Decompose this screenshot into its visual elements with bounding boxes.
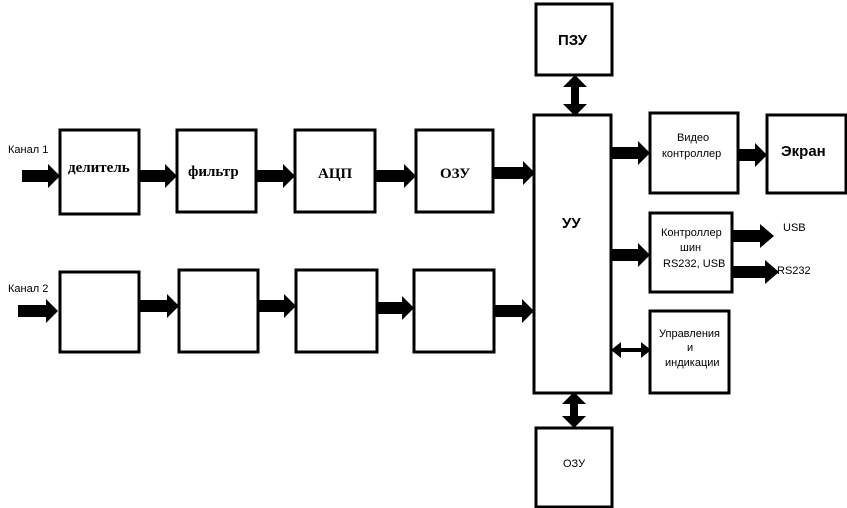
screen-label: Экран (781, 143, 826, 160)
arrow-cu-control (611, 342, 651, 358)
rs232-label: RS232 (777, 265, 811, 277)
channel2-block-4 (412, 268, 496, 354)
rom-block (534, 2, 614, 77)
divider-block (58, 128, 141, 216)
arrow-bus-rs232 (732, 260, 779, 284)
ram-top-label: ОЗУ (440, 166, 470, 182)
control-indication-block (648, 309, 731, 395)
ram-bottom-label: ОЗУ (563, 458, 586, 470)
usb-label: USB (783, 222, 806, 234)
filter-block (175, 128, 258, 214)
video-controller-line1: Видео (677, 132, 709, 144)
arrow-bus-usb (732, 224, 774, 248)
arrow-ch2-1-2 (139, 294, 179, 318)
arrow-ch2-3-4 (377, 296, 414, 320)
arrow-ram-cu-row1 (493, 161, 535, 185)
bus-controller-line1: Контроллер (661, 227, 722, 239)
control-unit-block (532, 113, 613, 395)
control-indication-line1: Управления (659, 328, 720, 340)
channel2-block-2 (177, 268, 260, 354)
adc-block (293, 128, 377, 214)
bus-controller-line2: шин (680, 242, 701, 254)
arrow-cu-ram-bottom (562, 392, 586, 428)
video-controller-block (648, 111, 740, 195)
arrow-ch2-2-3 (258, 294, 296, 318)
arrow-video-screen (738, 143, 767, 167)
arrow-adc-ram (375, 164, 416, 188)
control-unit-label: УУ (562, 215, 581, 232)
arrow-divider-filter (139, 164, 177, 188)
adc-label: АЦП (318, 166, 353, 182)
channel1-input-arrow (22, 164, 60, 188)
bus-controller-line3: RS232, USB (663, 258, 725, 270)
channel2-block-1 (58, 270, 141, 354)
arrow-ch2-4-cu (494, 299, 534, 323)
arrow-cu-bus (611, 243, 650, 267)
control-indication-line3: индикации (665, 357, 720, 369)
bus-controller-block (648, 211, 734, 294)
divider-label: делитель (68, 160, 130, 176)
rom-label: ПЗУ (558, 32, 588, 49)
filter-label: фильтр (188, 164, 239, 180)
channel2-input-arrow (18, 299, 58, 323)
arrow-rom-cu (563, 75, 587, 116)
arrow-filter-adc (256, 164, 295, 188)
control-indication-line2: и (687, 342, 693, 354)
screen-block (765, 113, 847, 195)
arrow-cu-video (611, 141, 650, 165)
channel2-label: Канал 2 (8, 283, 48, 295)
channel2-block-3 (294, 268, 379, 354)
ram-bottom-block (534, 426, 614, 508)
video-controller-line2: контроллер (662, 148, 721, 160)
channel1-label: Канал 1 (8, 144, 48, 156)
